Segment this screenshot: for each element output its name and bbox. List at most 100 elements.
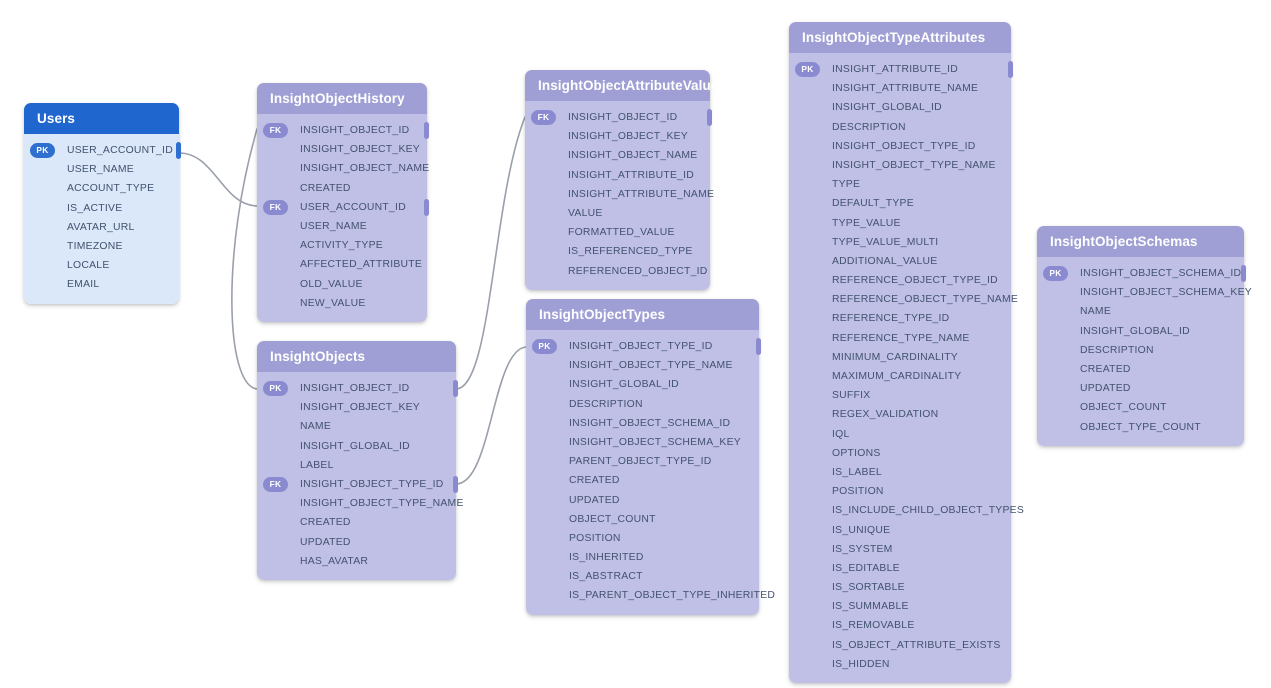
column-row[interactable]: INSIGHT_OBJECT_KEY xyxy=(257,140,427,159)
column-row[interactable]: OBJECT_COUNT xyxy=(526,510,759,529)
column-row[interactable]: INSIGHT_OBJECT_SCHEMA_KEY xyxy=(526,433,759,452)
column-row[interactable]: IS_INCLUDE_CHILD_OBJECT_TYPES xyxy=(789,501,1024,520)
column-row[interactable]: REGEX_VALIDATION xyxy=(789,405,1011,424)
relationship-users-to-history[interactable] xyxy=(178,152,258,207)
column-row[interactable]: INSIGHT_GLOBAL_ID xyxy=(526,375,759,394)
column-row[interactable]: IS_UNIQUE xyxy=(789,521,1011,540)
column-row[interactable]: REFERENCE_OBJECT_TYPE_NAME xyxy=(789,290,1018,309)
column-row[interactable]: OBJECT_TYPE_COUNT xyxy=(1037,418,1244,437)
relationship-objects-to-attribute-values[interactable] xyxy=(455,116,526,390)
column-row[interactable]: LOCALE xyxy=(24,256,179,275)
column-row[interactable]: ADDITIONAL_VALUE xyxy=(789,252,1011,271)
column-row[interactable]: MAXIMUM_CARDINALITY xyxy=(789,367,1011,386)
column-row[interactable]: AFFECTED_ATTRIBUTE xyxy=(257,255,427,274)
column-row[interactable]: NAME xyxy=(1037,302,1244,321)
column-row[interactable]: IS_SYSTEM xyxy=(789,540,1011,559)
column-row[interactable]: PARENT_OBJECT_TYPE_ID xyxy=(526,452,759,471)
column-row[interactable]: INSIGHT_OBJECT_TYPE_NAME xyxy=(257,494,463,513)
column-row[interactable]: LABEL xyxy=(257,456,456,475)
column-row[interactable]: INSIGHT_GLOBAL_ID xyxy=(789,98,1011,117)
connection-port-right[interactable] xyxy=(424,122,429,139)
column-row[interactable]: TYPE xyxy=(789,175,1011,194)
column-row[interactable]: INSIGHT_OBJECT_TYPE_NAME xyxy=(526,356,759,375)
column-row[interactable]: CREATED xyxy=(526,471,759,490)
connection-port-right[interactable] xyxy=(707,109,712,126)
column-row[interactable]: INSIGHT_OBJECT_TYPE_ID xyxy=(789,137,1011,156)
column-row[interactable]: IS_PARENT_OBJECT_TYPE_INHERITED xyxy=(526,586,775,605)
column-row[interactable]: IS_SUMMABLE xyxy=(789,597,1011,616)
connection-port-right[interactable] xyxy=(1008,61,1013,78)
column-row[interactable]: SUFFIX xyxy=(789,386,1011,405)
column-row[interactable]: UPDATED xyxy=(257,533,456,552)
column-row[interactable]: CREATED xyxy=(257,179,427,198)
column-row[interactable]: TYPE_VALUE_MULTI xyxy=(789,233,1011,252)
column-row[interactable]: DEFAULT_TYPE xyxy=(789,194,1011,213)
column-row[interactable]: IS_HIDDEN xyxy=(789,655,1011,674)
column-row[interactable]: TIMEZONE xyxy=(24,237,179,256)
column-row[interactable]: ACCOUNT_TYPE xyxy=(24,179,179,198)
column-row[interactable]: IQL xyxy=(789,425,1011,444)
connection-port-right[interactable] xyxy=(453,475,458,493)
column-row[interactable]: INSIGHT_ATTRIBUTE_NAME xyxy=(789,79,1011,98)
connection-port-right[interactable] xyxy=(453,380,458,397)
column-row[interactable]: DESCRIPTION xyxy=(526,395,759,414)
column-row[interactable]: REFERENCE_TYPE_NAME xyxy=(789,329,1011,348)
column-row[interactable]: REFERENCE_TYPE_ID xyxy=(789,309,1011,328)
column-row[interactable]: INSIGHT_OBJECT_KEY xyxy=(525,127,710,146)
column-row[interactable]: IS_SORTABLE xyxy=(789,578,1011,597)
column-row[interactable]: POSITION xyxy=(789,482,1011,501)
column-row[interactable]: INSIGHT_ATTRIBUTE_NAME xyxy=(525,185,714,204)
column-row[interactable]: ACTIVITY_TYPE xyxy=(257,236,427,255)
column-row[interactable]: UPDATED xyxy=(526,491,759,510)
column-row[interactable]: OPTIONS xyxy=(789,444,1011,463)
connection-port-right[interactable] xyxy=(176,142,181,159)
column-row[interactable]: INSIGHT_OBJECT_KEY xyxy=(257,398,456,417)
column-row[interactable]: IS_REFERENCED_TYPE xyxy=(525,242,710,261)
column-row[interactable]: IS_ABSTRACT xyxy=(526,567,759,586)
column-row[interactable]: INSIGHT_OBJECT_NAME xyxy=(257,159,429,178)
column-row[interactable]: IS_LABEL xyxy=(789,463,1011,482)
column-row[interactable]: IS_ACTIVE xyxy=(24,199,179,218)
column-row[interactable]: NEW_VALUE xyxy=(257,294,427,313)
relationship-objects-to-object-types[interactable] xyxy=(455,346,527,485)
column-row[interactable]: TYPE_VALUE xyxy=(789,214,1011,233)
column-row[interactable]: DESCRIPTION xyxy=(789,118,1011,137)
column-row[interactable]: INSIGHT_OBJECT_NAME xyxy=(525,146,710,165)
column-row[interactable]: IS_EDITABLE xyxy=(789,559,1011,578)
column-row[interactable]: FORMATTED_VALUE xyxy=(525,223,710,242)
column-row[interactable]: UPDATED xyxy=(1037,379,1244,398)
column-row[interactable]: CREATED xyxy=(1037,360,1244,379)
column-row[interactable]: CREATED xyxy=(257,513,456,532)
column-row[interactable]: USER_NAME xyxy=(257,217,427,236)
column-row[interactable]: OBJECT_COUNT xyxy=(1037,398,1244,417)
column-row[interactable]: AVATAR_URL xyxy=(24,218,179,237)
connection-port-right[interactable] xyxy=(1241,265,1246,282)
column-row[interactable]: REFERENCE_OBJECT_TYPE_ID xyxy=(789,271,1011,290)
column-row[interactable]: INSIGHT_OBJECT_SCHEMA_ID xyxy=(526,414,759,433)
column-row[interactable]: MINIMUM_CARDINALITY xyxy=(789,348,1011,367)
column-row[interactable]: INSIGHT_ATTRIBUTE_ID xyxy=(525,166,710,185)
column-row[interactable]: OLD_VALUE xyxy=(257,275,427,294)
column-row[interactable]: IS_REMOVABLE xyxy=(789,616,1011,635)
column-row[interactable]: VALUE xyxy=(525,204,710,223)
column-row[interactable]: IS_OBJECT_ATTRIBUTE_EXISTS xyxy=(789,636,1011,655)
column-row[interactable]: HAS_AVATAR xyxy=(257,552,456,571)
column-row[interactable]: REFERENCED_OBJECT_ID xyxy=(525,262,710,281)
column-row[interactable]: INSIGHT_OBJECT_TYPE_NAME xyxy=(789,156,1011,175)
column-row[interactable]: USER_NAME xyxy=(24,160,179,179)
